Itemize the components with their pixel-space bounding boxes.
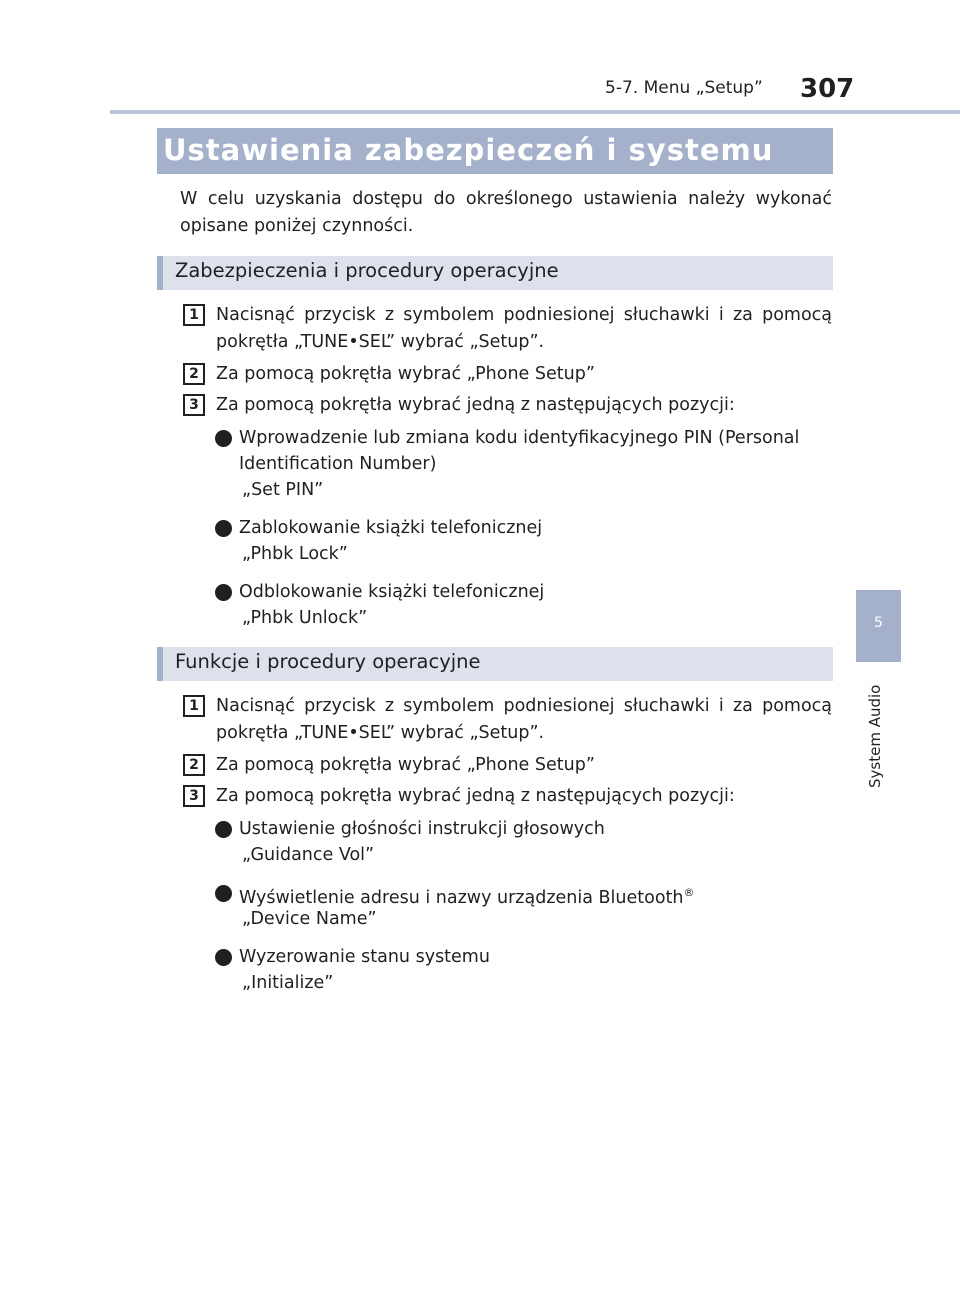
bullet-icon [215, 430, 232, 447]
registered-mark: ® [683, 886, 695, 899]
option-description-text: Wyświetlenie adresu i nazwy urządzenia B… [239, 888, 684, 908]
chapter-tab-label-text: System Audio [866, 684, 884, 788]
step-text: Nacisnąć przycisk z symbolem podniesione… [216, 305, 832, 352]
step-text: Za pomocą pokrętła wybrać „Phone Setup” [216, 364, 595, 384]
option-value: „Phbk Unlock” [242, 608, 368, 628]
option-value: „Device Name” [242, 909, 377, 929]
option-value: „Guidance Vol” [242, 845, 375, 865]
option-value: „Phbk Lock” [242, 544, 348, 564]
step-text: Za pomocą pokrętła wybrać jedną z następ… [216, 786, 735, 806]
section-title: Zabezpieczenia i procedury operacyjne [175, 259, 559, 282]
step-number-box: 2 [183, 754, 205, 776]
step-number-box: 2 [183, 363, 205, 385]
step-number-box: 1 [183, 304, 205, 326]
page-number: 307 [800, 74, 855, 104]
section-title: Funkcje i procedury operacyjne [175, 650, 481, 673]
option-value: „Set PIN” [242, 480, 324, 500]
page-title: Ustawienia zabezpieczeń i systemu [163, 133, 774, 167]
option-description: Wprowadzenie lub zmiana kodu identyfikac… [239, 428, 800, 474]
option-value: „Initialize” [242, 973, 334, 993]
step-number-box: 3 [183, 785, 205, 807]
bullet-icon [215, 821, 232, 838]
option-description: Wyświetlenie adresu i nazwy urządzenia B… [239, 880, 832, 911]
step-number-box: 3 [183, 394, 205, 416]
option-description: Ustawienie głośności instrukcji głosowyc… [239, 819, 605, 839]
running-header-section: 5-7. Menu „Setup” [605, 78, 763, 98]
section-header-bar [157, 256, 833, 290]
option-description: Zablokowanie książki telefonicznej [239, 518, 543, 538]
header-divider [110, 110, 960, 114]
chapter-tab-number: 5 [874, 615, 883, 631]
intro-paragraph: W celu uzyskania dostępu do określonego … [180, 189, 832, 236]
option-description: Wyzerowanie stanu systemu [239, 947, 490, 967]
step-text: Za pomocą pokrętła wybrać jedną z następ… [216, 395, 735, 415]
step-text: Za pomocą pokrętła wybrać „Phone Setup” [216, 755, 595, 775]
chapter-tab [856, 590, 901, 662]
bullet-icon [215, 520, 232, 537]
page-title-bar [157, 128, 833, 174]
option-description: Odblokowanie książki telefonicznej [239, 582, 545, 602]
bullet-icon [215, 584, 232, 601]
step-number-box: 1 [183, 695, 205, 717]
bullet-icon [215, 885, 232, 902]
step-text: Nacisnąć przycisk z symbolem podniesione… [216, 696, 832, 743]
bullet-icon [215, 949, 232, 966]
chapter-tab-label: System Audio [866, 670, 888, 790]
section-header-bar [157, 647, 833, 681]
